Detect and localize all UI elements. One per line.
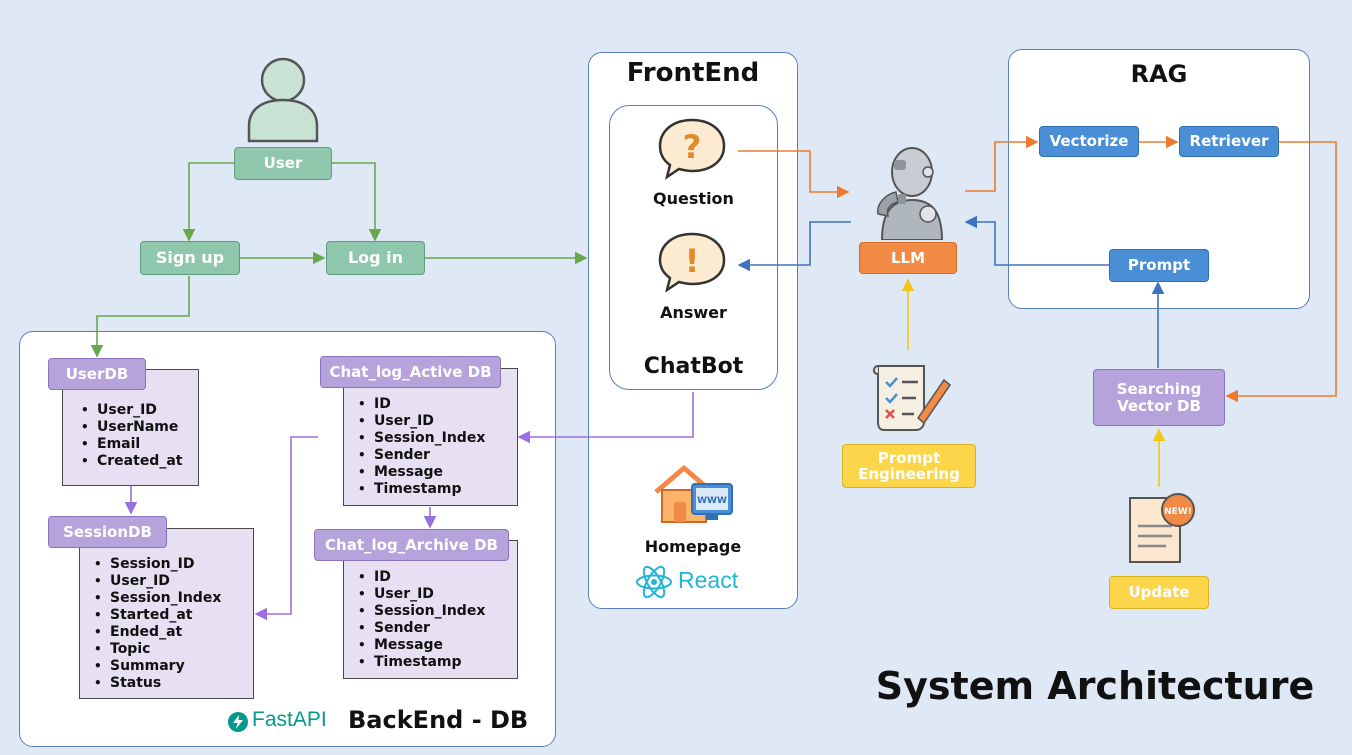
- chatbot-title: ChatBot: [643, 354, 744, 379]
- new-document-icon: NEW!: [1129, 493, 1195, 563]
- svg-text:WWW: WWW: [697, 496, 727, 506]
- active-db-card: ID User_ID Session_Index Sender Message …: [343, 368, 518, 506]
- archive-db-field: Sender: [356, 620, 517, 637]
- archive-db-field: User_ID: [356, 586, 517, 603]
- archive-db-field: ID: [356, 569, 517, 586]
- userdb-title[interactable]: UserDB: [48, 358, 146, 390]
- fastapi-logo-icon: [228, 712, 248, 732]
- archive-db-field: Session_Index: [356, 603, 517, 620]
- archive-db-card: ID User_ID Session_Index Sender Message …: [343, 540, 518, 679]
- react-logo-icon: [636, 565, 672, 599]
- vectorize-node[interactable]: Vectorize: [1039, 126, 1139, 157]
- question-label: Question: [653, 189, 734, 208]
- llm-node[interactable]: LLM: [859, 242, 957, 274]
- searching-vector-db-node[interactable]: Searching Vector DB: [1093, 369, 1225, 426]
- question-bubble-icon: ?: [658, 118, 726, 180]
- user-to-login-arrow: [332, 162, 382, 242]
- rag-title: RAG: [1130, 60, 1188, 88]
- svg-text:?: ?: [683, 128, 702, 166]
- sessiondb-field: Summary: [92, 658, 253, 675]
- sessiondb-title[interactable]: SessionDB: [48, 516, 167, 548]
- prompt-node[interactable]: Prompt: [1109, 249, 1209, 282]
- sessiondb-card: Session_ID User_ID Session_Index Started…: [79, 528, 254, 699]
- robot-thinker-icon: [877, 147, 944, 240]
- userdb-field: Created_at: [79, 453, 198, 470]
- svg-text:!: !: [685, 242, 700, 280]
- active-db-fields: ID User_ID Session_Index Sender Message …: [356, 396, 517, 498]
- fastapi-label: FastAPI: [252, 708, 327, 731]
- prompt-scroll-icon: [872, 365, 952, 431]
- user-node[interactable]: User: [234, 147, 332, 180]
- sessiondb-field: Status: [92, 675, 253, 692]
- userdb-field: Email: [79, 436, 198, 453]
- archive-db-field: Message: [356, 637, 517, 654]
- active-db-title[interactable]: Chat_log_Active DB: [320, 356, 501, 388]
- react-label: React: [678, 567, 739, 593]
- sessiondb-field: Session_Index: [92, 590, 253, 607]
- frontend-title: FrontEnd: [626, 58, 760, 88]
- archive-db-field: Timestamp: [356, 654, 517, 671]
- userdb-fields: User_ID UserName Email Created_at: [79, 402, 198, 470]
- sessiondb-fields: Session_ID User_ID Session_Index Started…: [92, 556, 253, 692]
- userdb-field: UserName: [79, 419, 198, 436]
- login-node[interactable]: Log in: [326, 241, 425, 275]
- sessiondb-field: Session_ID: [92, 556, 253, 573]
- user-avatar-icon: [247, 57, 319, 143]
- prompt-engineering-node[interactable]: Prompt Engineering: [842, 444, 976, 488]
- page-title: System Architecture: [875, 664, 1315, 708]
- active-db-field: Session_Index: [356, 430, 517, 447]
- retriever-node[interactable]: Retriever: [1179, 126, 1279, 157]
- homepage-label: Homepage: [644, 537, 742, 556]
- signup-node[interactable]: Sign up: [140, 241, 240, 275]
- sessiondb-field: User_ID: [92, 573, 253, 590]
- active-db-field: Sender: [356, 447, 517, 464]
- archive-db-title[interactable]: Chat_log_Archive DB: [314, 529, 509, 561]
- userdb-field: User_ID: [79, 402, 198, 419]
- active-db-field: Message: [356, 464, 517, 481]
- sessiondb-field: Started_at: [92, 607, 253, 624]
- update-node[interactable]: Update: [1109, 576, 1209, 609]
- answer-bubble-icon: !: [658, 232, 726, 292]
- backend-title: BackEnd - DB: [348, 706, 529, 734]
- answer-label: Answer: [660, 303, 727, 322]
- sessiondb-field: Topic: [92, 641, 253, 658]
- homepage-icon: WWW: [654, 465, 733, 523]
- archive-db-fields: ID User_ID Session_Index Sender Message …: [356, 569, 517, 671]
- active-db-field: Timestamp: [356, 481, 517, 498]
- svg-text:NEW!: NEW!: [1164, 507, 1192, 517]
- user-to-signup-arrow: [182, 162, 234, 242]
- sessiondb-field: Ended_at: [92, 624, 253, 641]
- active-db-field: User_ID: [356, 413, 517, 430]
- active-db-field: ID: [356, 396, 517, 413]
